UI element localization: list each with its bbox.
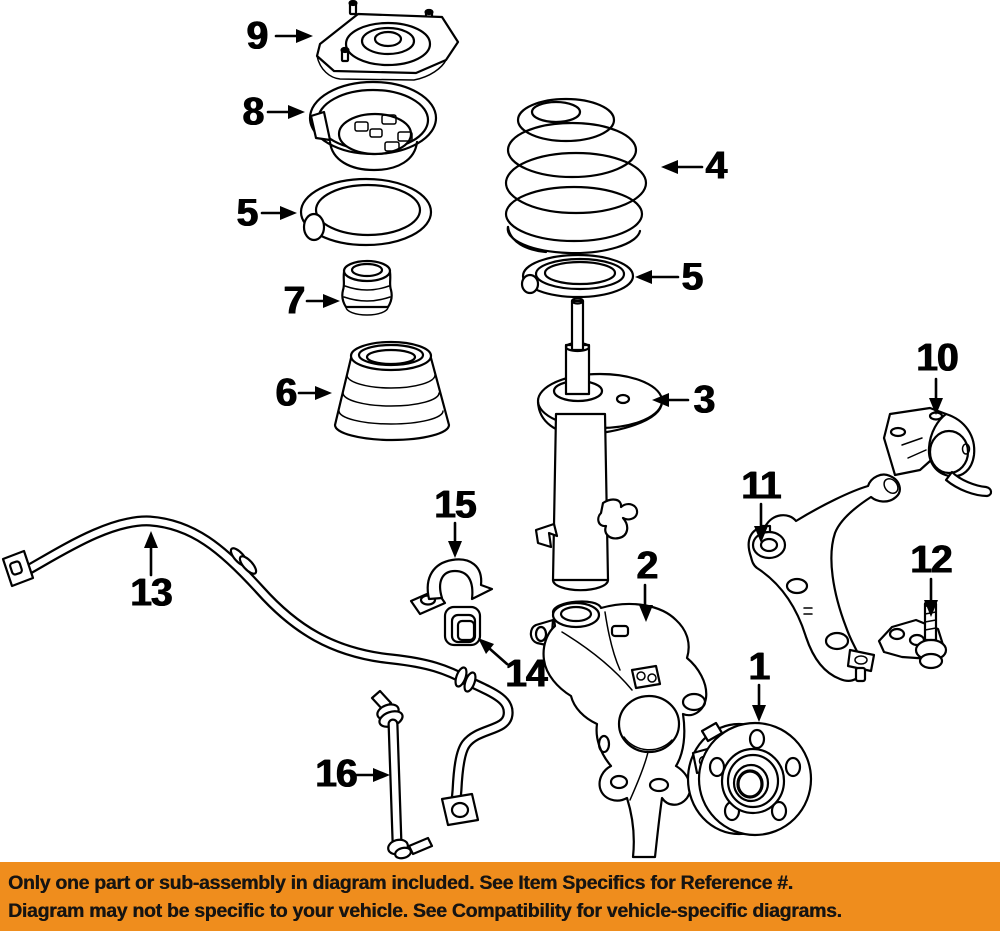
dust-shield-drawing [333, 340, 451, 442]
callout-arrow-7 [305, 294, 340, 308]
strut-drawing [534, 297, 664, 592]
callout-arrow-11 [754, 502, 768, 543]
callout-arrow-12 [924, 577, 938, 617]
callout-arrow-10 [929, 377, 943, 415]
callout-label-16: 16 [315, 752, 357, 796]
mount-bracket-drawing [882, 406, 993, 498]
callout-arrow-14 [478, 638, 509, 666]
callout-label-12: 12 [910, 538, 952, 582]
callout-label-10: 10 [916, 336, 958, 380]
callout-label-4: 4 [705, 144, 728, 188]
wheel-hub-drawing [686, 721, 813, 837]
callout-label-13: 13 [130, 571, 172, 615]
ball-joint-drawing [877, 600, 948, 670]
disclaimer-banner: Only one part or sub-assembly in diagram… [0, 862, 1000, 931]
banner-line-2: Diagram may not be specific to your vehi… [8, 900, 842, 922]
callout-arrows [144, 29, 943, 782]
stabilizer-bar-bushing-drawing [443, 605, 482, 647]
callout-arrow-8 [266, 105, 305, 119]
spring-isolator-upper-drawing [299, 177, 433, 247]
callout-label-5-lower: 5 [681, 255, 704, 299]
callout-arrow-5-upper [260, 206, 297, 220]
stabilizer-bar-bracket-drawing [409, 558, 494, 616]
callout-arrow-5-lower [635, 270, 680, 284]
callout-label-11: 11 [741, 464, 781, 508]
callout-arrow-2 [639, 583, 653, 622]
callout-label-14: 14 [505, 652, 547, 696]
parts-diagram-canvas [1, 0, 993, 860]
callout-label-2: 2 [636, 544, 659, 588]
banner-line-1: Only one part or sub-assembly in diagram… [8, 872, 793, 894]
coil-spring-drawing [504, 97, 648, 255]
callout-arrow-4 [661, 160, 704, 174]
steering-knuckle-drawing [529, 600, 708, 859]
callout-label-6: 6 [275, 371, 298, 415]
stabilizer-link-drawing [370, 689, 434, 860]
callout-arrow-3 [652, 393, 690, 407]
callout-arrow-6 [297, 386, 332, 400]
callout-arrow-9 [274, 29, 313, 43]
strut-mount-drawing [315, 0, 460, 81]
callout-arrow-13 [144, 531, 158, 577]
callout-label-9: 9 [246, 14, 269, 58]
jounce-bumper-drawing [341, 259, 393, 316]
callout-arrow-1 [752, 683, 766, 722]
callout-arrow-15 [448, 521, 462, 558]
callout-arrow-16 [353, 768, 390, 782]
callout-label-15: 15 [434, 483, 476, 527]
callout-label-5-upper: 5 [236, 191, 259, 235]
spring-isolator-lower-drawing [520, 253, 635, 299]
stabilizer-bar-drawing [1, 515, 514, 827]
callout-label-7: 7 [283, 279, 306, 323]
upper-spring-seat-drawing [308, 80, 438, 172]
callout-label-1: 1 [748, 645, 771, 689]
callout-label-3: 3 [693, 378, 716, 422]
callout-label-8: 8 [242, 90, 265, 134]
